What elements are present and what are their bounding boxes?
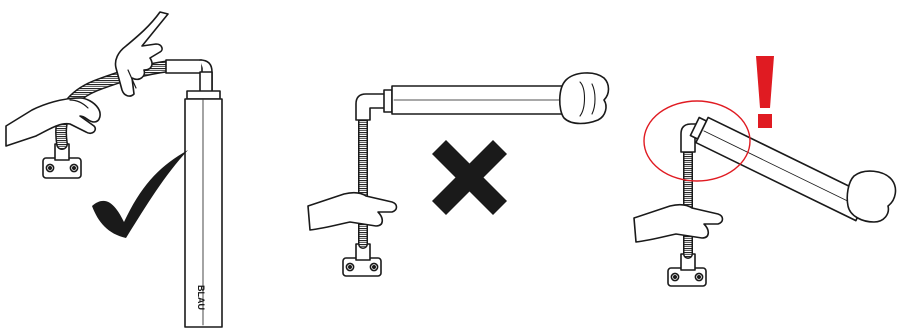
holding-hand xyxy=(634,205,723,242)
left-hand xyxy=(6,98,100,146)
panel-correct: BLAU xyxy=(6,12,222,327)
exclamation-mark-icon xyxy=(756,56,774,128)
panel-warning xyxy=(634,114,895,286)
check-mark-icon xyxy=(92,150,188,238)
right-hand xyxy=(115,12,168,96)
hand xyxy=(847,171,895,222)
elbow-joint xyxy=(166,60,202,73)
cross-mark-icon xyxy=(432,140,507,215)
lamp-head xyxy=(187,91,220,99)
holding-hand xyxy=(308,193,397,230)
lamp-logo: BLAU xyxy=(196,285,206,310)
